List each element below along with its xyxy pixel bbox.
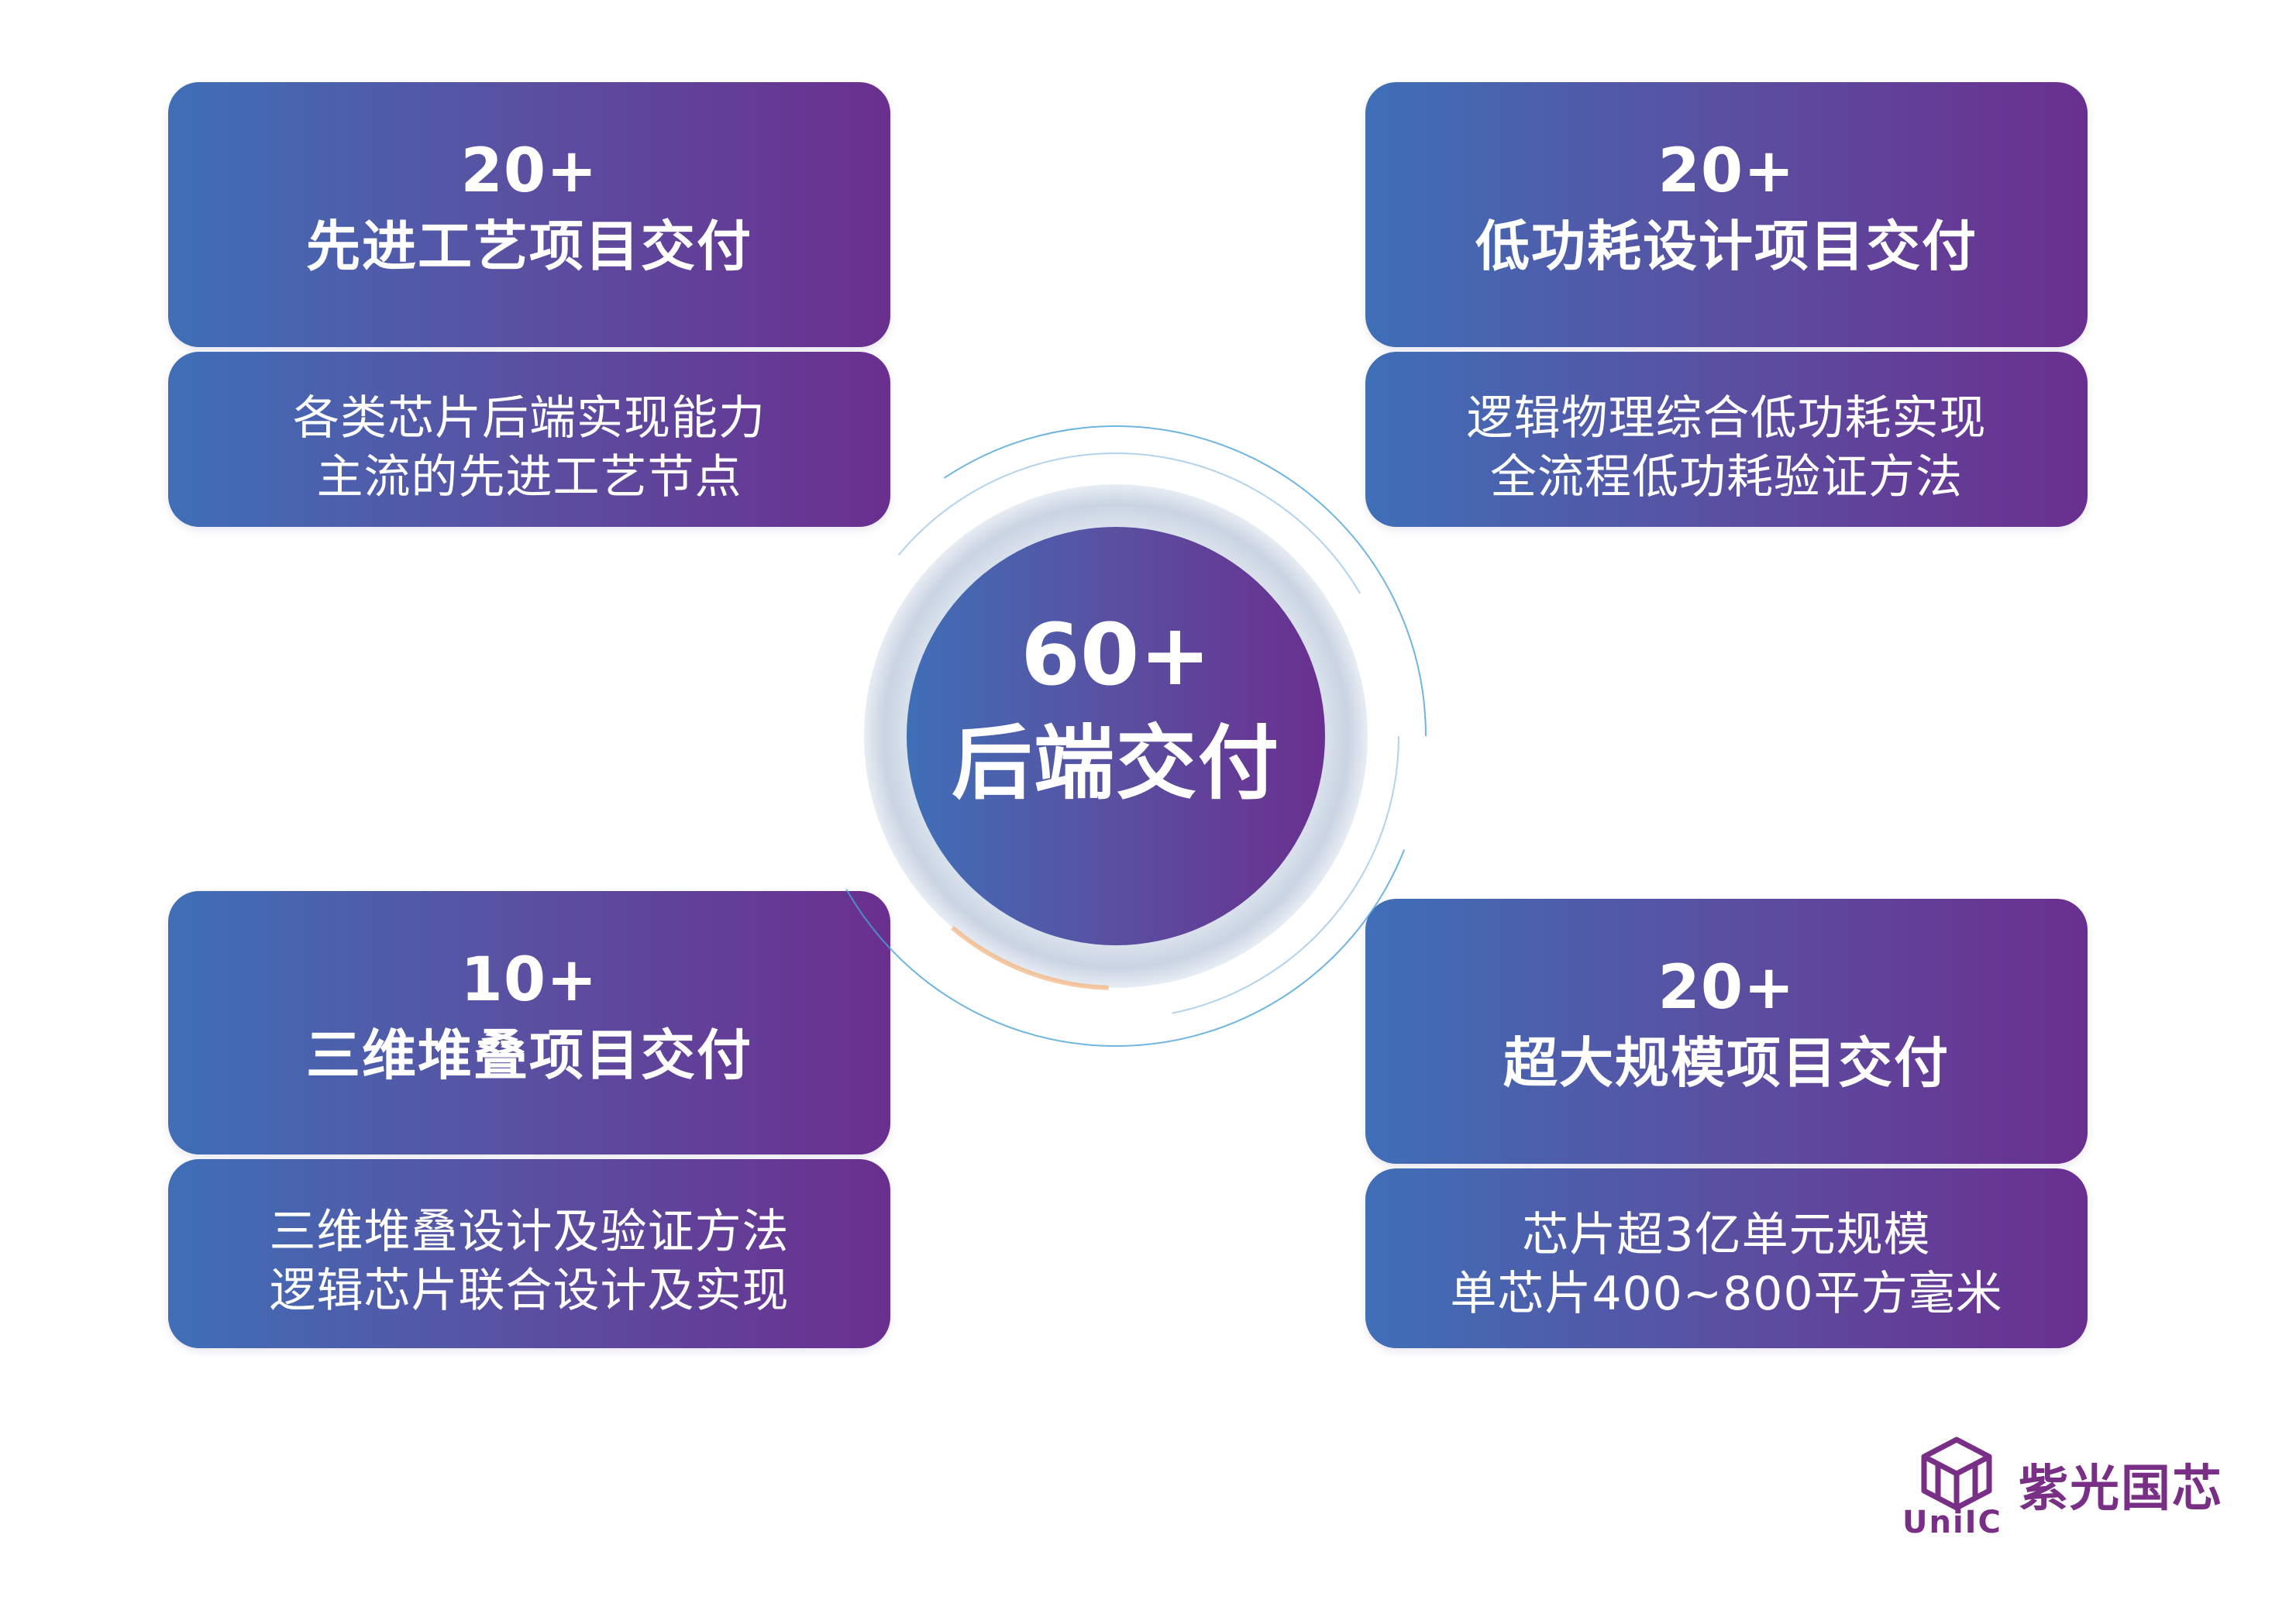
logo-name: 紫光国芯 [2019, 1461, 2223, 1518]
logo-cube-icon [1921, 1437, 1992, 1511]
card-3d-stacking-header: 10+ 三维堆叠项目交付 [168, 891, 890, 1154]
card-line: 各类芯片后端实现能力 [293, 391, 766, 446]
card-number: 20+ [1657, 136, 1795, 206]
card-line: 全流程低功耗验证方法 [1490, 450, 1963, 504]
card-low-power-header: 20+ 低功耗设计项目交付 [1365, 82, 2088, 347]
center-disc [907, 527, 1325, 945]
card-line: 单芯片400~800平方毫米 [1450, 1267, 2003, 1321]
card-large-scale-body: 芯片超3亿单元规模 单芯片400~800平方毫米 [1365, 1168, 2088, 1348]
card-title: 低功耗设计项目交付 [1475, 215, 1978, 278]
logo-abbr: UniIC [1902, 1505, 2002, 1540]
card-3d-stacking-body: 三维堆叠设计及验证方法 逻辑芯片联合设计及实现 [168, 1159, 890, 1348]
card-line: 三维堆叠设计及验证方法 [269, 1205, 790, 1259]
card-advanced-process-header: 20+ 先进工艺项目交付 [168, 82, 890, 347]
center-badge: 60+ 后端交付 [767, 395, 1465, 1054]
card-title: 三维堆叠项目交付 [306, 1024, 752, 1087]
card-line: 逻辑物理综合低功耗实现 [1466, 391, 1987, 446]
company-logo: UniIC 紫光国芯 [1902, 1433, 2228, 1540]
outer-arc [805, 425, 1427, 1047]
card-line: 主流的先进工艺节点 [316, 450, 742, 504]
inner-arc [832, 452, 1399, 1020]
card-line: 芯片超3亿单元规模 [1522, 1208, 1931, 1262]
card-title: 超大规模项目交付 [1503, 1031, 1950, 1095]
card-number: 20+ [1657, 953, 1795, 1023]
card-large-scale-header: 20+ 超大规模项目交付 [1365, 899, 2088, 1164]
card-number: 10+ [460, 945, 598, 1015]
center-number: 60+ [1021, 605, 1211, 704]
card-title: 先进工艺项目交付 [306, 215, 752, 278]
center-rings [805, 425, 1427, 1047]
card-advanced-process-body: 各类芯片后端实现能力 主流的先进工艺节点 [168, 352, 890, 527]
card-line: 逻辑芯片联合设计及实现 [269, 1264, 790, 1318]
card-number: 20+ [460, 136, 598, 206]
center-title: 后端交付 [951, 716, 1280, 810]
card-low-power-body: 逻辑物理综合低功耗实现 全流程低功耗验证方法 [1365, 352, 2088, 527]
